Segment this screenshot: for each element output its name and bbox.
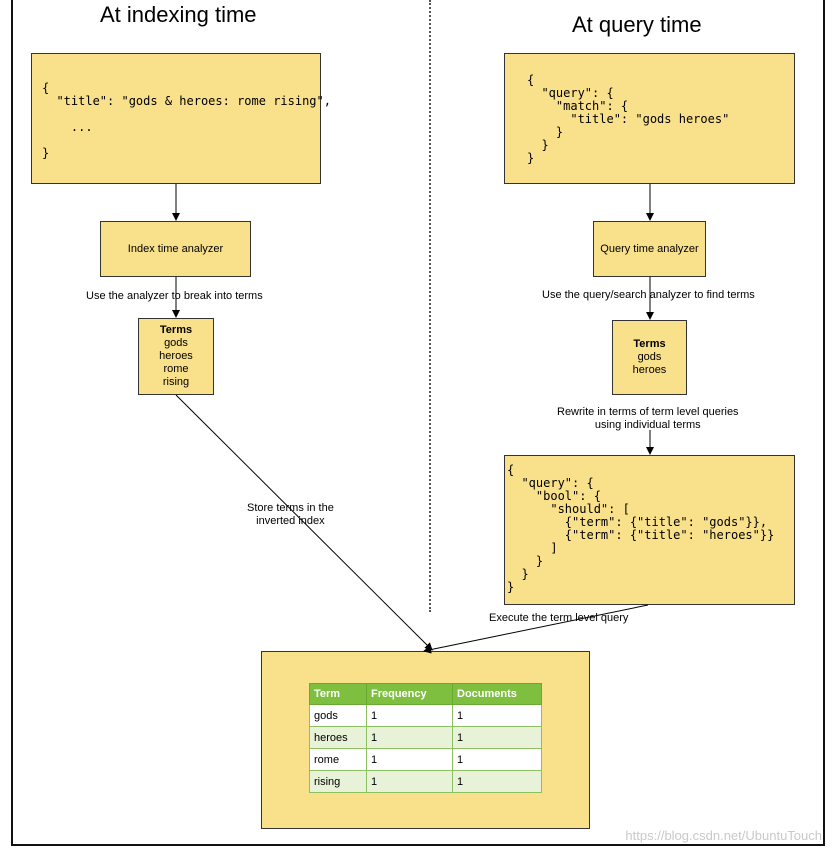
query-term-item: gods xyxy=(637,351,662,363)
frequency-cell: 1 xyxy=(366,726,453,749)
index-document-box: { "title": "gods & heroes: rome rising",… xyxy=(31,53,331,184)
bool-query-code: { "query": { "bool": { "should": [ {"ter… xyxy=(507,463,775,594)
query-terms-box: Terms gods heroes xyxy=(612,320,687,395)
index-terms-box: Terms gods heroes rome rising xyxy=(138,318,214,395)
query-heading: At query time xyxy=(572,12,702,37)
index-term-item: gods xyxy=(164,337,188,349)
find-terms-label: Use the query/search analyzer to find te… xyxy=(542,289,755,301)
documents-cell: 1 xyxy=(452,770,542,793)
outer-frame xyxy=(11,0,825,846)
arrow-terms-to-index xyxy=(175,394,433,651)
index-term-item: rising xyxy=(162,376,190,388)
index-analyzer-label: Index time analyzer xyxy=(127,243,224,255)
query-document-code: { "query": { "match": { "title": "gods h… xyxy=(527,73,730,165)
query-term-item: heroes xyxy=(632,364,667,376)
store-terms-label: Store terms in the inverted index xyxy=(247,502,334,528)
frequency-cell: 1 xyxy=(366,770,453,793)
index-analyzer-box: Index time analyzer xyxy=(100,221,251,277)
rewrite-line-1: Rewrite in terms of term level queries xyxy=(557,406,739,418)
term-cell: gods xyxy=(309,704,367,727)
column-header-documents: Documents xyxy=(452,683,542,705)
execute-label: Execute the term level query xyxy=(489,612,629,624)
query-terms-title: Terms xyxy=(633,338,666,350)
column-header-frequency: Frequency xyxy=(366,683,453,705)
indexing-heading: At indexing time xyxy=(100,2,257,27)
term-cell: rising xyxy=(309,770,367,793)
bool-query-box: { "query": { "bool": { "should": [ {"ter… xyxy=(504,455,795,605)
index-term-item: rome xyxy=(163,363,189,375)
store-terms-line-1: Store terms in the xyxy=(247,502,334,514)
column-divider xyxy=(429,0,431,612)
query-document-box: { "query": { "match": { "title": "gods h… xyxy=(504,53,795,184)
rewrite-label: Rewrite in terms of term level queries u… xyxy=(557,406,739,432)
table-row: rome 1 1 xyxy=(309,748,542,771)
table-row: heroes 1 1 xyxy=(309,726,542,749)
index-document-code: { "title": "gods & heroes: rome rising",… xyxy=(42,81,331,160)
query-analyzer-label: Query time analyzer xyxy=(600,243,699,255)
arrow-execute-to-index xyxy=(423,604,649,654)
table-header-row: Term Frequency Documents xyxy=(309,683,542,705)
watermark: https://blog.csdn.net/UbuntuTouch xyxy=(625,828,822,843)
table-row: rising 1 1 xyxy=(309,770,542,793)
inverted-index-table: Term Frequency Documents gods 1 1 heroes… xyxy=(309,683,542,793)
store-terms-line-2: inverted index xyxy=(256,515,325,527)
index-terms-title: Terms xyxy=(159,324,193,336)
rewrite-line-2: using individual terms xyxy=(594,419,701,431)
break-terms-label: Use the analyzer to break into terms xyxy=(86,290,263,302)
index-term-item: heroes xyxy=(159,350,193,362)
frequency-cell: 1 xyxy=(366,748,453,771)
query-analyzer-box: Query time analyzer xyxy=(593,221,706,277)
documents-cell: 1 xyxy=(452,748,542,771)
